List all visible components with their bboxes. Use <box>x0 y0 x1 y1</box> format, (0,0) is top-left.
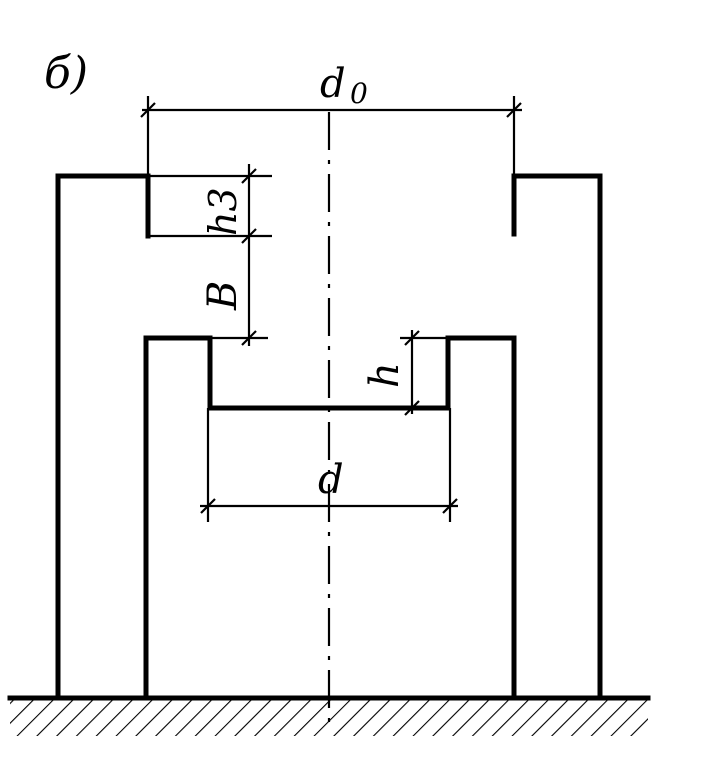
d0-label-main: d <box>320 61 346 107</box>
d0-label-sub: 0 <box>350 77 368 110</box>
h-label: h <box>362 362 408 388</box>
B-label: B <box>200 281 246 311</box>
dimension-h3-B: h3 B <box>148 164 272 346</box>
d-label: d <box>318 457 344 503</box>
dimension-h: h <box>362 330 448 416</box>
inner-block <box>143 335 517 701</box>
dimension-d0: d 0 <box>140 61 522 176</box>
dimension-d: d <box>200 408 458 522</box>
panel-label: б) <box>44 48 88 99</box>
outer-wall-right <box>511 173 603 701</box>
outer-wall-left <box>55 173 151 701</box>
h3-label: h3 <box>201 187 245 236</box>
